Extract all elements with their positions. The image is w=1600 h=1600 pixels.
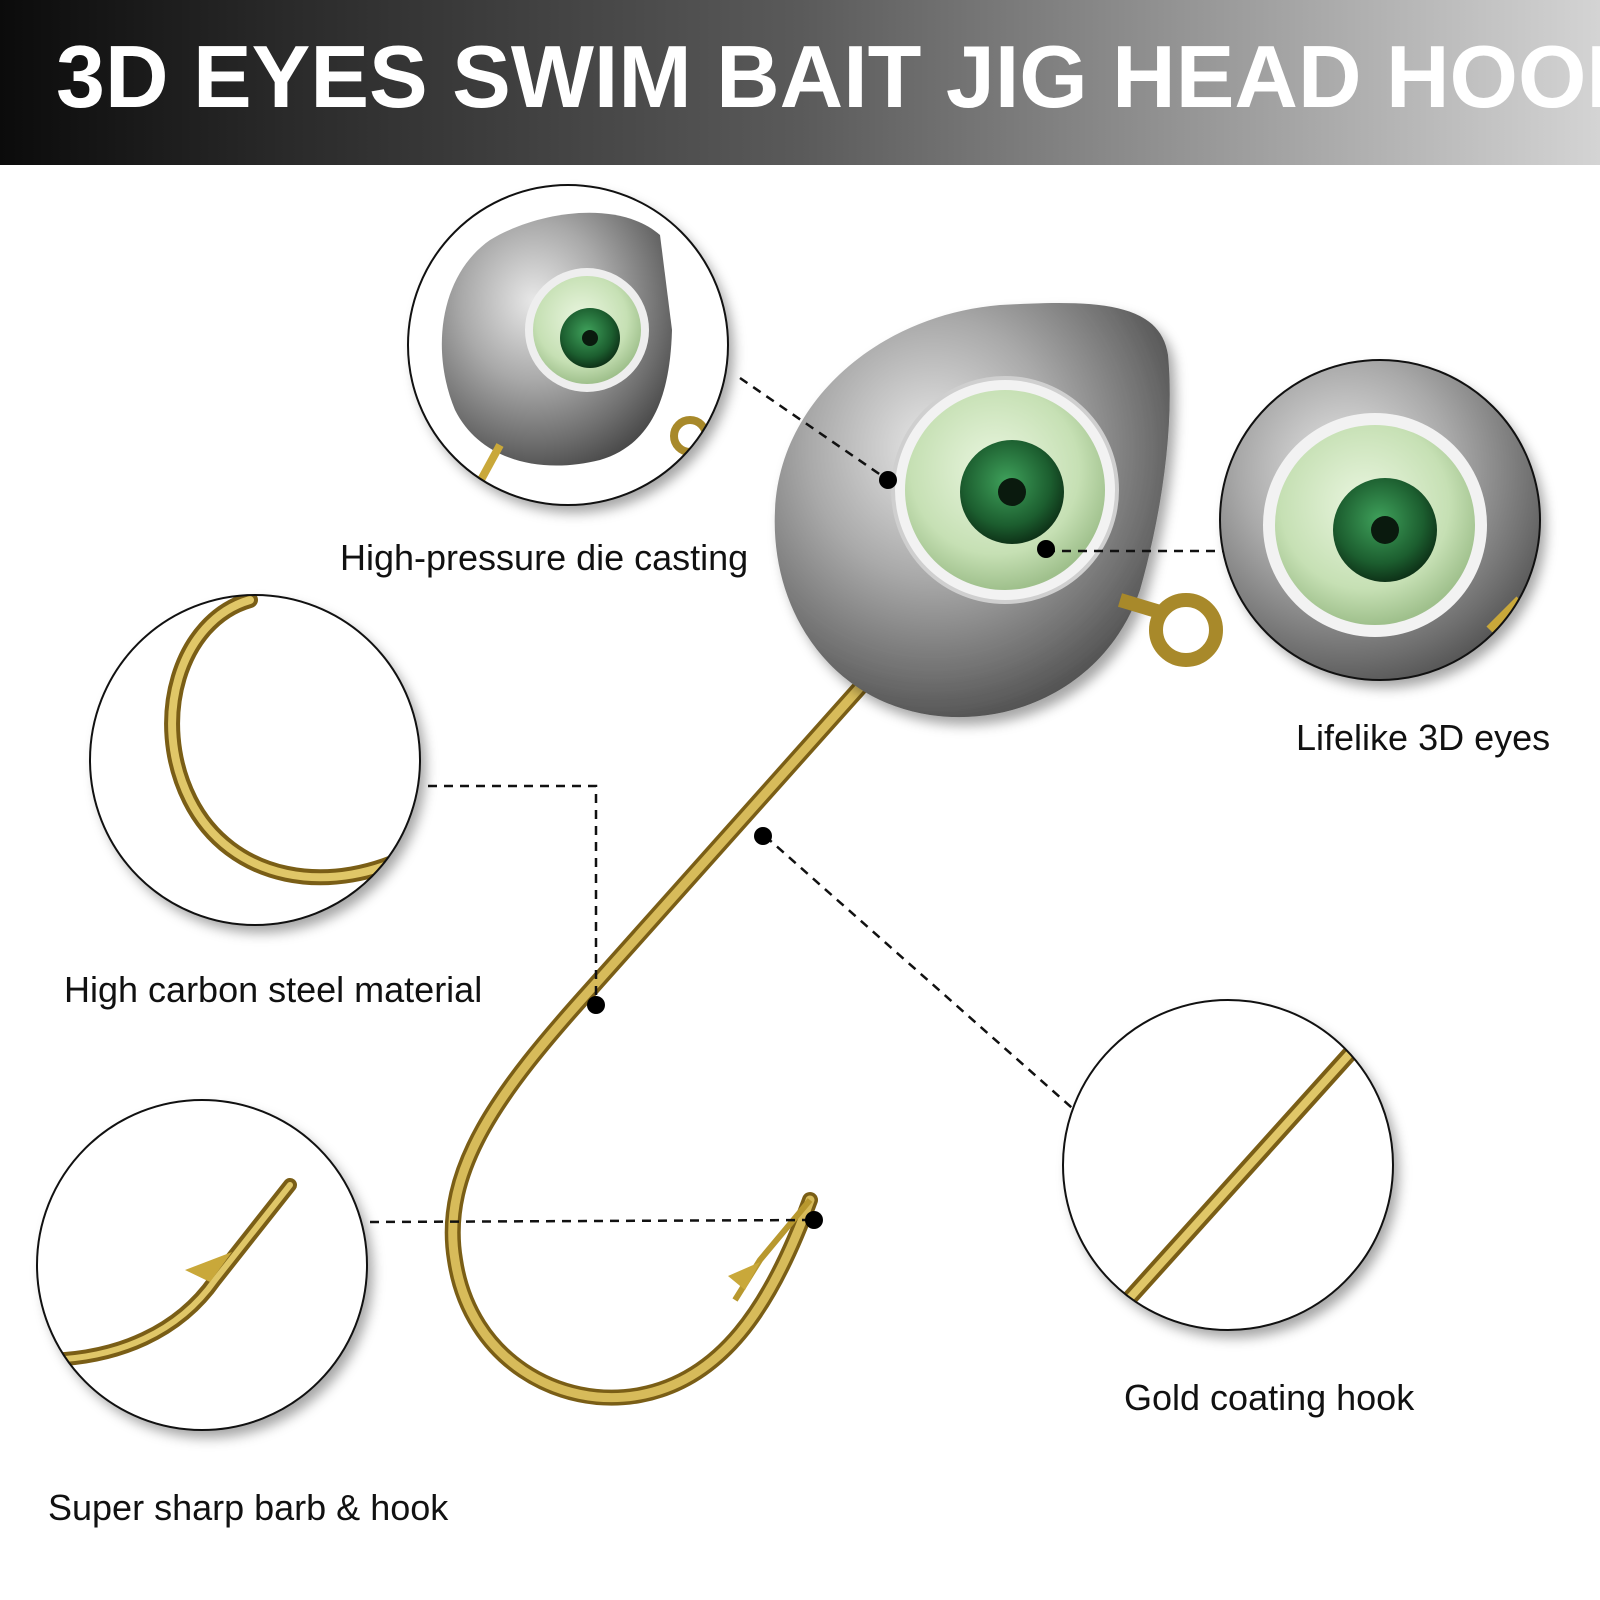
jig-head: [774, 302, 1223, 718]
detail-3d-eyes: [1219, 359, 1541, 681]
detail-die-casting: [407, 184, 729, 506]
label-sharp-barb: Super sharp barb & hook: [48, 1487, 449, 1528]
main-hook: [444, 657, 888, 1406]
leader-lines: [369, 376, 1240, 1224]
label-carbon-steel: High carbon steel material: [64, 969, 483, 1010]
label-gold-coating: Gold coating hook: [1124, 1377, 1415, 1418]
page-title: 3D EYES SWIM BAIT JIG HEAD HOOK: [56, 27, 1600, 126]
detail-carbon-steel: [89, 594, 421, 926]
label-die-casting: High-pressure die casting: [340, 537, 749, 578]
detail-sharp-barb: [36, 1099, 368, 1431]
line-tie-eyelet: [1149, 593, 1223, 667]
title-banner: 3D EYES SWIM BAIT JIG HEAD HOOK: [0, 0, 1600, 165]
label-3d-eyes: Lifelike 3D eyes: [1296, 717, 1551, 758]
callout-dots: [587, 471, 1055, 1229]
detail-gold-coating: [1062, 999, 1394, 1331]
